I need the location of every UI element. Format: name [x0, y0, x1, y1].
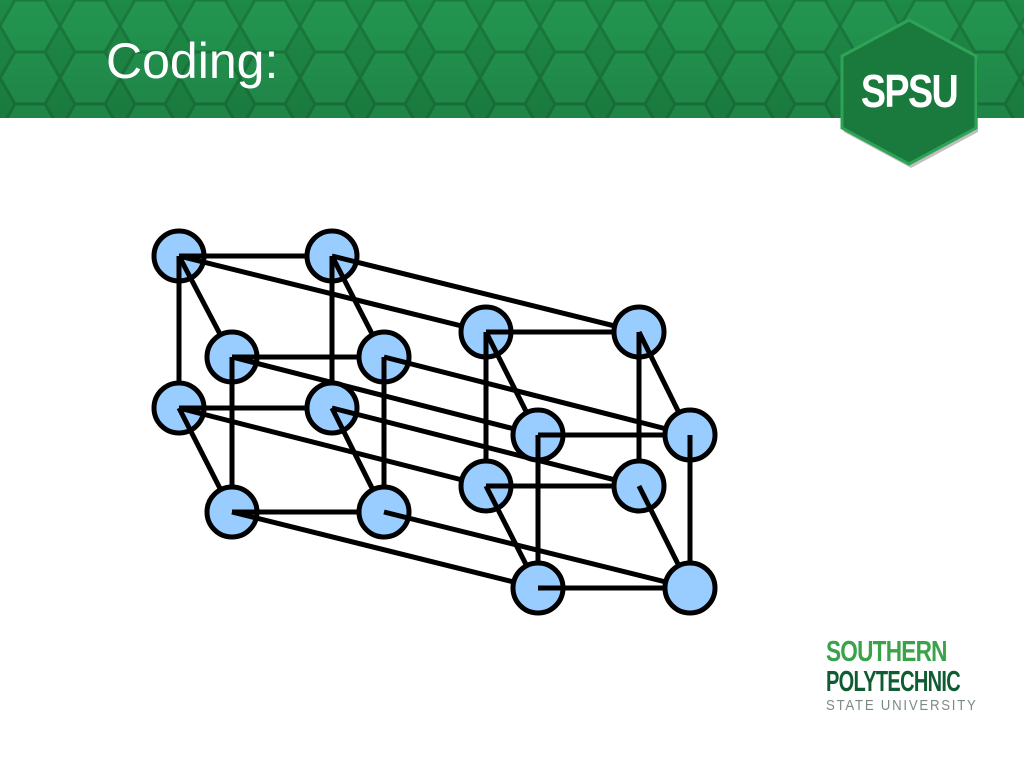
lattice-graph [151, 228, 718, 616]
logo-line-state-university: STATE UNIVERSITY [826, 697, 978, 714]
slide-title: Coding: [106, 33, 279, 89]
lattice-edge-stub [231, 354, 257, 366]
lattice-edge [383, 509, 691, 591]
hexagon-badge-icon [840, 18, 978, 168]
lattice-edge-stub [636, 484, 653, 510]
lattice-node [662, 560, 718, 616]
lattice-edge-stub [178, 405, 204, 417]
lattice-edge-stub [483, 484, 500, 510]
lattice-edge-stub [383, 354, 409, 366]
university-logo: SOUTHERN POLYTECHNIC STATE UNIVERSITY [826, 638, 986, 715]
lattice-edge [178, 405, 487, 489]
lattice-edge [383, 354, 691, 438]
lattice-edge [178, 253, 487, 335]
lattice-edge-stub [331, 253, 357, 265]
lattice-edge-stub [331, 405, 357, 417]
lattice-edge [331, 405, 640, 489]
logo-line-polytechnic: POLYTECHNIC [826, 666, 961, 698]
lattice-edge [231, 509, 539, 591]
logo-line-southern: SOUTHERN [826, 636, 947, 668]
lattice-edge [331, 253, 640, 335]
lattice-edge-stub [176, 406, 193, 432]
lattice-diagram [140, 220, 740, 630]
lattice-edge-stub [231, 509, 257, 521]
lattice-edge-stub [178, 253, 204, 265]
lattice-edge [231, 354, 539, 438]
spsu-badge: SPSU [838, 18, 980, 168]
lattice-edge-stub [383, 509, 409, 521]
lattice-edge-stub [329, 406, 346, 432]
badge-text: SPSU [860, 65, 959, 117]
